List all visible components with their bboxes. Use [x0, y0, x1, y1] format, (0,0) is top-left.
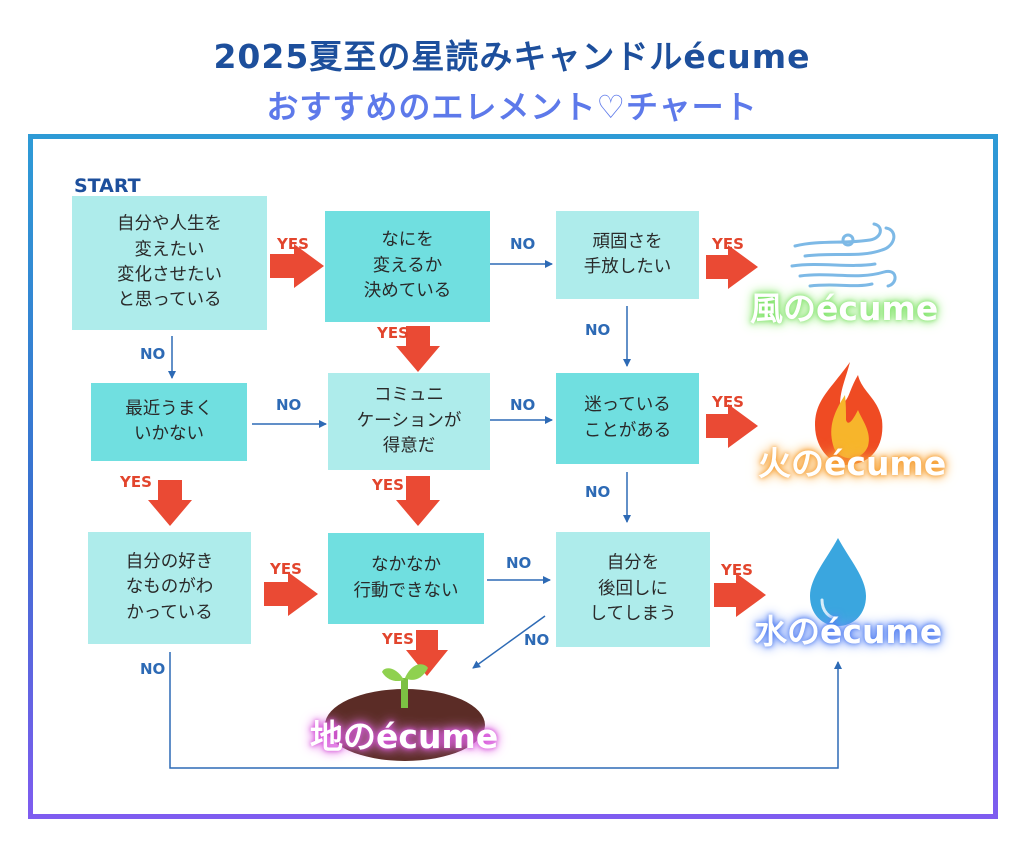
no-label: NO — [510, 396, 536, 414]
question-release-stubbornness: 頑固さを 手放したい — [556, 211, 699, 299]
fire-icon — [815, 362, 883, 465]
chart-subtitle: おすすめのエレメント♡チャート — [266, 88, 758, 126]
result-water: 水のécume — [754, 612, 943, 651]
question-decided-what: なにを 変えるか 決めている — [325, 211, 490, 322]
yes-label: YES — [270, 560, 302, 578]
yes-label: YES — [372, 476, 404, 494]
yes-label: YES — [277, 235, 309, 253]
no-label: NO — [585, 483, 611, 501]
result-earth: 地のécume — [310, 717, 499, 756]
wind-icon — [790, 222, 897, 288]
start-label: START — [74, 175, 141, 197]
yes-label: YES — [120, 473, 152, 491]
yes-arrow-b5-b8 — [396, 476, 440, 526]
no-label: NO — [140, 660, 166, 678]
yes-label: YES — [377, 324, 409, 342]
yes-arrow-b8-earth — [406, 630, 448, 676]
no-label: NO — [585, 321, 611, 339]
yes-arrow-b1-b2 — [270, 244, 324, 288]
no-label: NO — [140, 345, 166, 363]
yes-label: YES — [721, 561, 753, 579]
question-not-going-well: 最近うまく いかない — [91, 383, 247, 461]
yes-label: YES — [382, 630, 414, 648]
question-hard-to-act: なかなか 行動できない — [328, 533, 484, 624]
question-good-communication: コミュニ ケーションが 得意だ — [328, 373, 490, 470]
yes-arrow-b3-wind — [706, 245, 758, 289]
sprout-icon — [325, 664, 485, 761]
yes-label: YES — [712, 235, 744, 253]
result-fire: 火のécume — [758, 444, 947, 483]
question-put-self-last: 自分を 後回しに してしまう — [556, 532, 710, 647]
water-drop-icon — [810, 538, 866, 626]
yes-arrow-b6-fire — [706, 404, 758, 448]
no-line-b9-earth — [472, 615, 546, 669]
chart-title: 2025夏至の星読みキャンドルécume — [213, 37, 811, 76]
yes-label: YES — [712, 393, 744, 411]
no-label: NO — [276, 396, 302, 414]
no-label: NO — [524, 631, 550, 649]
no-line-b7-water — [169, 652, 842, 769]
yes-arrow-b2-b5 — [396, 326, 440, 372]
no-label: NO — [506, 554, 532, 572]
question-change-life: 自分や人生を 変えたい 変化させたい と思っている — [72, 196, 267, 330]
yes-arrow-b4-b7 — [148, 480, 192, 526]
yes-arrow-b9-water — [714, 573, 766, 617]
yes-arrow-b7-b8 — [264, 572, 318, 616]
result-wind: 風のécume — [750, 289, 939, 328]
question-feeling-lost: 迷っている ことがある — [556, 373, 699, 464]
question-know-likes: 自分の好き なものがわ かっている — [88, 532, 251, 644]
no-label: NO — [510, 235, 536, 253]
